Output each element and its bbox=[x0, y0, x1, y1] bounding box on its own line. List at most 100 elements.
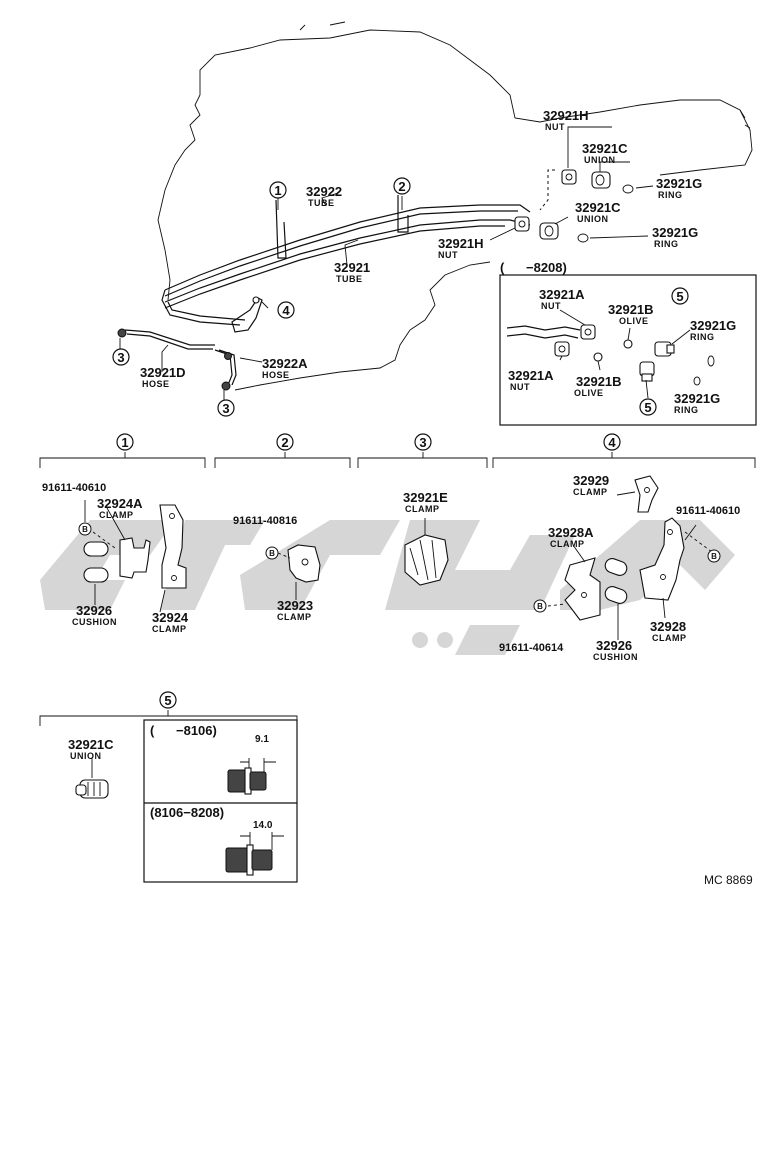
label-32921B-inset2: 32921B OLIVE bbox=[574, 374, 622, 398]
svg-text:32921A: 32921A bbox=[539, 287, 585, 302]
svg-text:3: 3 bbox=[222, 401, 229, 416]
svg-text:2: 2 bbox=[398, 179, 405, 194]
svg-text:32926: 32926 bbox=[596, 638, 632, 653]
group4-parts bbox=[547, 475, 713, 640]
clamp-1-on-tube bbox=[275, 199, 287, 259]
svg-text:32921G: 32921G bbox=[690, 318, 736, 333]
label-32922A-hose: 32922A HOSE bbox=[262, 356, 308, 380]
bolt-marker-g2-icon: B bbox=[265, 546, 279, 560]
callout-3-left-icon: 3 bbox=[112, 348, 130, 366]
svg-text:32924: 32924 bbox=[152, 610, 189, 625]
inset-box bbox=[499, 274, 757, 426]
label-32921D-hose: 32921D HOSE bbox=[140, 365, 186, 389]
svg-text:32922A: 32922A bbox=[262, 356, 308, 371]
brake-tubes bbox=[161, 204, 531, 326]
label-32924A-clamp: 32924A CLAMP bbox=[97, 496, 143, 520]
svg-text:NUT: NUT bbox=[541, 301, 561, 311]
union-short-profile-icon bbox=[227, 758, 276, 795]
detail-dim-1: 9.1 bbox=[255, 734, 269, 745]
callout-3-bottom-icon: 3 bbox=[217, 399, 235, 417]
svg-text:OLIVE: OLIVE bbox=[574, 388, 604, 398]
svg-text:32926: 32926 bbox=[76, 603, 112, 618]
svg-text:5: 5 bbox=[164, 693, 171, 708]
svg-text:B: B bbox=[82, 525, 88, 534]
svg-text:32921G: 32921G bbox=[674, 391, 720, 406]
svg-text:HOSE: HOSE bbox=[262, 370, 290, 380]
svg-text:UNION: UNION bbox=[577, 214, 609, 224]
olive-32921B-inset2-icon bbox=[593, 352, 603, 362]
svg-text:32921E: 32921E bbox=[403, 490, 448, 505]
svg-text:CLAMP: CLAMP bbox=[277, 612, 312, 622]
svg-text:CLAMP: CLAMP bbox=[550, 539, 585, 549]
svg-text:32921B: 32921B bbox=[576, 374, 622, 389]
label-32921-tube: 32921 TUBE bbox=[334, 260, 370, 284]
svg-text:CUSHION: CUSHION bbox=[72, 617, 117, 627]
svg-text:32928A: 32928A bbox=[548, 525, 594, 540]
svg-text:32921D: 32921D bbox=[140, 365, 186, 380]
group-header-1-icon: 1 bbox=[116, 433, 134, 451]
svg-text:NUT: NUT bbox=[438, 250, 458, 260]
svg-text:32921C: 32921C bbox=[68, 737, 114, 752]
inset-range-label: ( −8208) bbox=[500, 260, 567, 275]
ring-32921G-mid-icon bbox=[577, 233, 589, 243]
svg-text:RING: RING bbox=[674, 405, 699, 415]
label-32921A-inset2: 32921A NUT bbox=[508, 368, 554, 392]
ring-32921G-inset2-icon bbox=[693, 376, 701, 386]
inset-tubes bbox=[506, 325, 581, 339]
svg-text:32928: 32928 bbox=[650, 619, 686, 634]
svg-text:B: B bbox=[269, 549, 275, 558]
label-32921G-inset1: 32921G RING bbox=[690, 318, 736, 342]
label-32921G-mid: 32921G RING bbox=[652, 225, 698, 249]
svg-text:CLAMP: CLAMP bbox=[152, 624, 187, 634]
union-32921C-mid-icon bbox=[539, 222, 559, 240]
svg-text:2: 2 bbox=[281, 435, 288, 450]
detail-box bbox=[143, 719, 298, 883]
callout-1-top-icon: 1 bbox=[269, 181, 287, 199]
svg-text:NUT: NUT bbox=[510, 382, 530, 392]
svg-text:32921G: 32921G bbox=[656, 176, 702, 191]
label-32929-clamp: 32929 CLAMP bbox=[573, 473, 609, 497]
callout-2-top-icon: 2 bbox=[393, 177, 411, 195]
label-bolt-g2: 91611-40816 bbox=[233, 515, 297, 527]
bolt-marker-g4a-icon: B bbox=[707, 549, 721, 563]
svg-text:HOSE: HOSE bbox=[142, 379, 170, 389]
union-inset1-icon bbox=[654, 341, 675, 357]
label-32922-tube: 32922 TUBE bbox=[306, 184, 342, 208]
label-32921H-mid: 32921H NUT bbox=[438, 236, 484, 260]
ring-32921G-top-icon bbox=[622, 184, 634, 194]
dashed-leader bbox=[539, 169, 555, 211]
callout-4-top-icon: 4 bbox=[277, 301, 295, 319]
clamp-4-bracket bbox=[231, 296, 263, 333]
svg-text:32921H: 32921H bbox=[438, 236, 484, 251]
hose-32921D bbox=[117, 328, 215, 350]
nut-32921A-inset1-icon bbox=[580, 324, 596, 340]
leader-lines-top bbox=[119, 126, 654, 402]
svg-text:B: B bbox=[537, 602, 543, 611]
svg-text:5: 5 bbox=[644, 400, 651, 415]
svg-text:4: 4 bbox=[282, 303, 290, 318]
svg-text:3: 3 bbox=[419, 435, 426, 450]
svg-text:RING: RING bbox=[658, 190, 683, 200]
detail-dim-2: 14.0 bbox=[253, 820, 273, 831]
engine-outline bbox=[157, 21, 753, 391]
group-brackets bbox=[39, 452, 756, 726]
svg-text:32921H: 32921H bbox=[543, 108, 589, 123]
svg-text:32923: 32923 bbox=[277, 598, 313, 613]
svg-text:CLAMP: CLAMP bbox=[573, 487, 608, 497]
label-bolt-g1: 91611-40610 bbox=[42, 482, 106, 494]
svg-text:1: 1 bbox=[274, 183, 281, 198]
group1-parts bbox=[83, 500, 187, 613]
label-bolt-g4a: 91611-40610 bbox=[676, 505, 740, 517]
svg-text:UNION: UNION bbox=[584, 155, 616, 165]
detail-range-2: (8106−8208) bbox=[150, 805, 224, 820]
union-long-profile-icon bbox=[225, 832, 284, 876]
label-32921C-top: 32921C UNION bbox=[582, 141, 628, 165]
svg-text:CLAMP: CLAMP bbox=[405, 504, 440, 514]
label-32928-clamp: 32928 CLAMP bbox=[650, 619, 686, 643]
svg-text:32921A: 32921A bbox=[508, 368, 554, 383]
union-inset2-icon bbox=[639, 361, 655, 382]
label-32921H-top: 32921H NUT bbox=[543, 108, 589, 132]
svg-text:B: B bbox=[711, 552, 717, 561]
label-32921G-inset2: 32921G RING bbox=[674, 391, 720, 415]
